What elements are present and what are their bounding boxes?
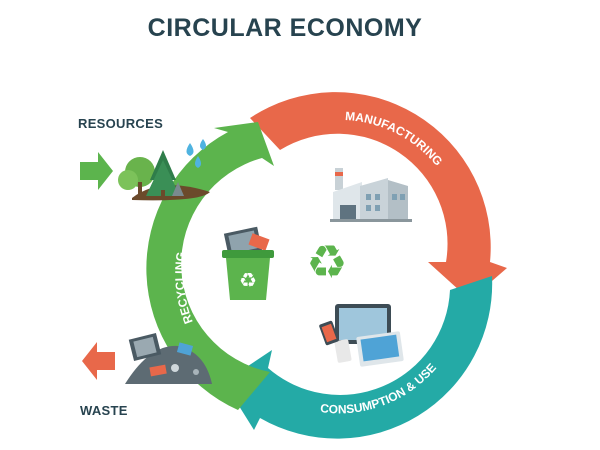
- recycle-symbol-icon: ♻: [306, 235, 347, 289]
- devices-icon: [319, 304, 404, 367]
- consumption-arc: [224, 276, 493, 439]
- resources-label: RESOURCES: [78, 116, 164, 131]
- recycle-bin-icon: ♻: [222, 226, 274, 300]
- trees-icon: [118, 150, 210, 201]
- waste-label: WASTE: [80, 403, 128, 418]
- waste-arrow-icon: [82, 342, 115, 380]
- factory-icon: [330, 168, 412, 222]
- resources-arrow-icon: [80, 152, 113, 190]
- diagram-title: CIRCULAR ECONOMY: [147, 14, 423, 42]
- waste-pile-icon: [125, 332, 212, 384]
- svg-text:♻: ♻: [239, 268, 257, 292]
- manufacturing-arc: [250, 92, 507, 301]
- water-drops-icon: [186, 139, 206, 168]
